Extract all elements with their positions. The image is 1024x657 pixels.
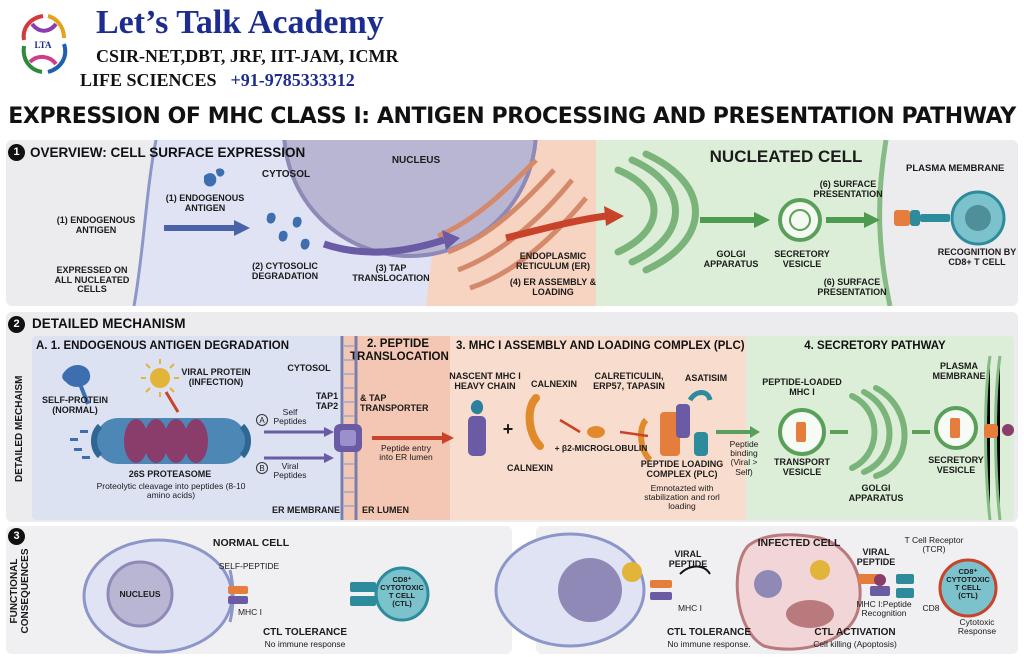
asatisim-label: ASATISIM (684, 373, 728, 383)
viral-peptides-label: Viral Peptides (273, 461, 307, 481)
marker-b: B (256, 462, 268, 474)
cytosolic-degradation-label: (2) CYTOSOLIC DEGRADATION (251, 261, 319, 281)
er-assembly-label: (4) ER ASSEMBLY & LOADING (509, 277, 597, 297)
ctl-tolerance-label: CTL TOLERANCE (262, 627, 348, 638)
plasma-membrane-label-2: PLASMA MEMBRANE (932, 361, 986, 381)
self-peptides-label: Self Peptides (273, 407, 307, 427)
no-response-2-label: No immune response. (667, 639, 751, 649)
peptide-binding-label: Peptide binding (Viral > Self) (729, 439, 759, 477)
page-title: EXPRESSION OF MHC CLASS I: ANTIGEN PROCE… (8, 104, 1016, 129)
normal-cell-label: NORMAL CELL (212, 537, 290, 549)
ctl-tolerance-2-label: CTL TOLERANCE (666, 627, 752, 638)
mhc-peptide-label: MHC I:Peptide Recognition (856, 599, 912, 619)
secretory-vesicle-label: SECRETORY VESICLE (774, 249, 830, 269)
tap-transporter-label: & TAP TRANSPORTER (360, 393, 429, 413)
plasma-membrane-label: PLASMA MEMBRANE (906, 163, 1005, 174)
no-response-label: No immune response (264, 639, 346, 649)
cytosol-label: CYTOSOL (261, 169, 311, 180)
ctl-label-right: CD8⁺ CYTOTOXIC T CELL (CTL) (946, 567, 990, 601)
cytotoxic-response-label: Cytotoxic Response (957, 617, 997, 637)
expressed-on-label: EXPRESSED ON ALL NUCLEATED CELLS (54, 265, 130, 295)
surface-presentation-top-label: (6) SURFACE PRESENTATION (813, 179, 883, 199)
svg-text:LTA: LTA (34, 40, 52, 50)
band-translocation (344, 336, 450, 520)
nucleus-label: NUCLEUS (391, 155, 441, 166)
proteasome-description: Proteolytic cleavage into peptides (8-10… (96, 481, 246, 501)
subject-label: LIFE SCIENCES (80, 70, 217, 90)
golgi-label: GOLGI APPARATUS (703, 249, 759, 269)
viral-peptide-right-label: VIRAL PEPTIDE (856, 547, 896, 567)
section-2-heading: DETAILED MECHANISM (32, 316, 186, 331)
ctl-activation-label: CTL ACTIVATION (814, 627, 896, 638)
peptide-loaded-label: PEPTIDE-LOADED MHC I (762, 377, 842, 397)
tcr-label: T Cell Receptor (TCR) (904, 535, 964, 555)
exam-list: CSIR-NET,DBT, JRF, IIT-JAM, ICMR (96, 46, 399, 66)
overview-panel: 1 OVERVIEW: CELL SURFACE EXPRESSION NUCL… (6, 140, 1018, 306)
surface-presentation-bottom-label: (6) SURFACE PRESENTATION (817, 277, 887, 297)
calreticulin-label: CALRETICULIN, ERp57, TAPASIN (593, 371, 665, 391)
er-lumen-label: ER LUMEN (362, 505, 409, 515)
section-1-heading: OVERVIEW: CELL SURFACE EXPRESSION (30, 145, 306, 160)
nucleus-label-3: NUCLEUS (119, 589, 161, 599)
mhc-i-right-label: MHC I (677, 603, 703, 613)
cytosol-label-2: CYTOSOL (287, 363, 331, 373)
nascent-heavy-chain-label: NASCENT MHC I HEAVY CHAIN (449, 371, 521, 391)
band-translocation-title: 2. PEPTIDE TRANSLOCATION (350, 338, 449, 363)
tap1-tap2-label: TAP1 TAP2 (315, 391, 339, 411)
academy-name: Let’s Talk Academy (96, 4, 384, 41)
band-plc-title: 3. MHC I ASSEMBLY AND LOADING COMPLEX (P… (456, 340, 745, 352)
section-2-number: 2 (8, 316, 25, 333)
marker-a: A (256, 414, 268, 426)
er-membrane-label: ER MEMBRANE (271, 505, 340, 515)
plc-description: Emnotazted with stabilization and rorl l… (644, 483, 720, 512)
consequences-side-label: FUNCTIONAL CONSEQUENCES (9, 548, 31, 634)
transport-vesicle-label: TRANSPORT VESICLE (774, 457, 830, 477)
golgi-label-2: GOLGI APPARATUS (848, 483, 904, 503)
cell-killing-label: Cell killing (Apoptosis) (813, 639, 897, 649)
viral-protein-label: VIRAL PROTEIN (INFECTION) (181, 367, 251, 387)
self-protein-label: SELF-PROTEIN (NORMAL) (41, 395, 108, 415)
plc-label: PEPTIDE LOADING COMPLEX (PLC) (640, 459, 724, 479)
section-3-number: 3 (8, 528, 25, 545)
tap-translocation-label: (3) TAP TRANSLOCATION (352, 263, 430, 283)
er-label: ENDOPLASMIC RETICULUM (ER) (516, 251, 590, 271)
mhc-i-label: MHC I (237, 607, 263, 617)
recognition-label: RECOGNITION BY CD8+ T CELL (937, 247, 1017, 267)
ctl-label-left: CD8⁺ CYTOTOXIC T CELL (CTL) (380, 575, 424, 609)
band-degradation-title: A. 1. ENDOGENOUS ANTIGEN DEGRADATION (36, 340, 290, 352)
section-1-number: 1 (8, 144, 25, 161)
nucleated-cell-label: NUCLEATED CELL (709, 147, 863, 166)
endogenous-antigen-left-label: (1) ENDOGENOUS ANTIGEN (56, 215, 136, 235)
calnexin-top-label: CALNEXIN (530, 379, 577, 389)
plus-sign: + (502, 419, 514, 439)
self-peptide-label: SELF-PEPTIDE (218, 561, 280, 571)
secretory-vesicle-label-2: SECRETORY VESICLE (928, 455, 984, 475)
academy-logo: LTA (10, 10, 76, 86)
peptide-entry-label: Peptide entry into ER lumen (379, 443, 433, 463)
phone-number: +91-9785333312 (230, 70, 355, 90)
cd8-label: CD8 (922, 603, 940, 613)
viral-peptide-left-label: VIRAL PEPTIDE (668, 549, 708, 569)
proteasome-label: 26S PROTEASOME (128, 469, 212, 479)
b2m-label: + β2-MICROGLOBULIN (554, 443, 648, 453)
band-secretory-title: 4. SECRETORY PATHWAY (804, 340, 946, 352)
infected-cell-label: INFECTED CELL (757, 537, 841, 549)
calnexin-bottom-label: CALNEXIN (506, 463, 553, 473)
endogenous-antigen-top-label: (1) ENDOGENOUS ANTIGEN (165, 193, 245, 213)
overview-illustration (132, 140, 1006, 306)
subject-line: LIFE SCIENCES +91-9785333312 (80, 70, 355, 91)
